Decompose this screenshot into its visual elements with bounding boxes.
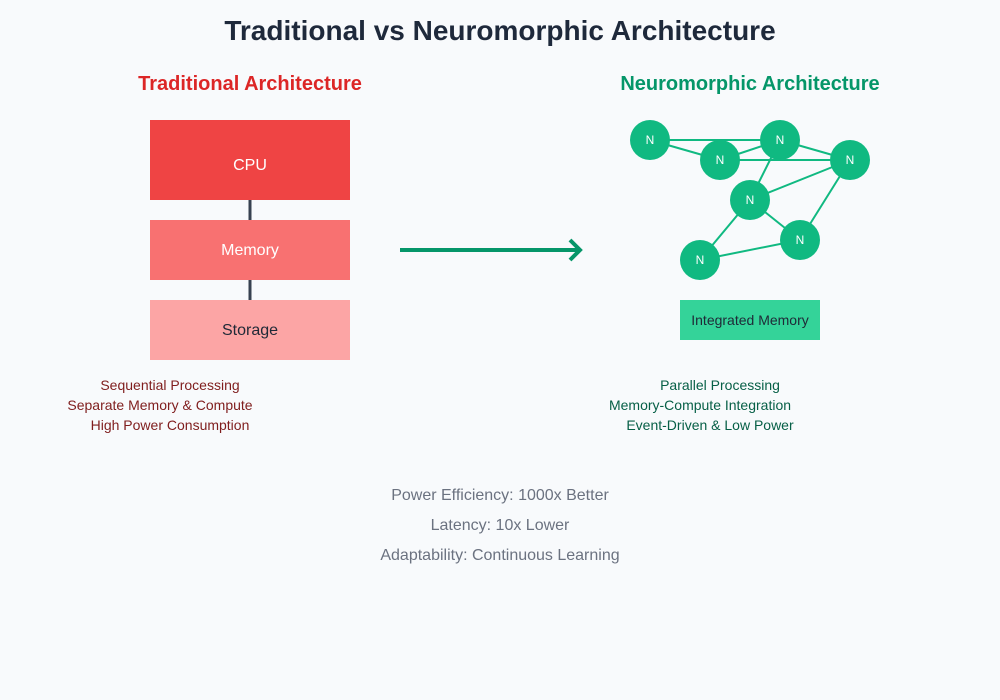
neuromorphic-feature: Memory-Compute Integration xyxy=(609,397,791,413)
integrated-memory-label: Integrated Memory xyxy=(691,312,809,328)
neuron-node: N xyxy=(680,240,720,280)
neuron-node: N xyxy=(700,140,740,180)
cpu-block xyxy=(150,120,350,200)
neuron-node: N xyxy=(760,120,800,160)
neuron-circle xyxy=(700,140,740,180)
integrated-memory-block xyxy=(680,300,820,340)
diagram-title: Traditional vs Neuromorphic Architecture xyxy=(224,15,775,46)
neuron-circle xyxy=(780,220,820,260)
neuron-node: N xyxy=(780,220,820,260)
neuron-circle xyxy=(630,120,670,160)
neuron-label: N xyxy=(746,193,755,207)
memory-block xyxy=(150,220,350,280)
neuromorphic-feature: Parallel Processing xyxy=(660,377,780,393)
traditional-feature: High Power Consumption xyxy=(91,417,250,433)
neuron-label: N xyxy=(776,133,785,147)
neuron-node: N xyxy=(730,180,770,220)
metric-latency: Latency: 10x Lower xyxy=(431,517,570,534)
traditional-stack: CPU Memory Storage xyxy=(150,120,350,360)
neuron-label: N xyxy=(716,153,725,167)
neuron-circle xyxy=(760,120,800,160)
neuron-label: N xyxy=(846,153,855,167)
storage-block xyxy=(150,300,350,360)
traditional-feature: Separate Memory & Compute xyxy=(67,397,252,413)
neuromorphic-features: Parallel Processing Memory-Compute Integ… xyxy=(609,377,794,433)
transition-arrow xyxy=(400,238,583,262)
neuron-label: N xyxy=(796,233,805,247)
neuron-label: N xyxy=(696,253,705,267)
cpu-label: CPU xyxy=(233,157,267,174)
memory-label: Memory xyxy=(221,242,279,259)
neuromorphic-heading: Neuromorphic Architecture xyxy=(620,73,879,95)
metric-adaptability: Adaptability: Continuous Learning xyxy=(380,547,619,564)
arrow-head-icon xyxy=(568,238,583,262)
neuron-circle xyxy=(680,240,720,280)
neuron-circle xyxy=(830,140,870,180)
neuromorphic-feature: Event-Driven & Low Power xyxy=(626,417,794,433)
metric-power-efficiency: Power Efficiency: 1000x Better xyxy=(391,487,609,504)
traditional-heading: Traditional Architecture xyxy=(138,73,362,95)
comparison-metrics: Power Efficiency: 1000x Better Latency: … xyxy=(380,487,619,564)
storage-label: Storage xyxy=(222,322,278,339)
traditional-feature: Sequential Processing xyxy=(100,377,239,393)
neuron-label: N xyxy=(646,133,655,147)
neural-nodes: N N N N N N N xyxy=(630,120,870,280)
neuron-circle xyxy=(730,180,770,220)
neuron-node: N xyxy=(830,140,870,180)
neuron-node: N xyxy=(630,120,670,160)
traditional-features: Sequential Processing Separate Memory & … xyxy=(67,377,252,433)
